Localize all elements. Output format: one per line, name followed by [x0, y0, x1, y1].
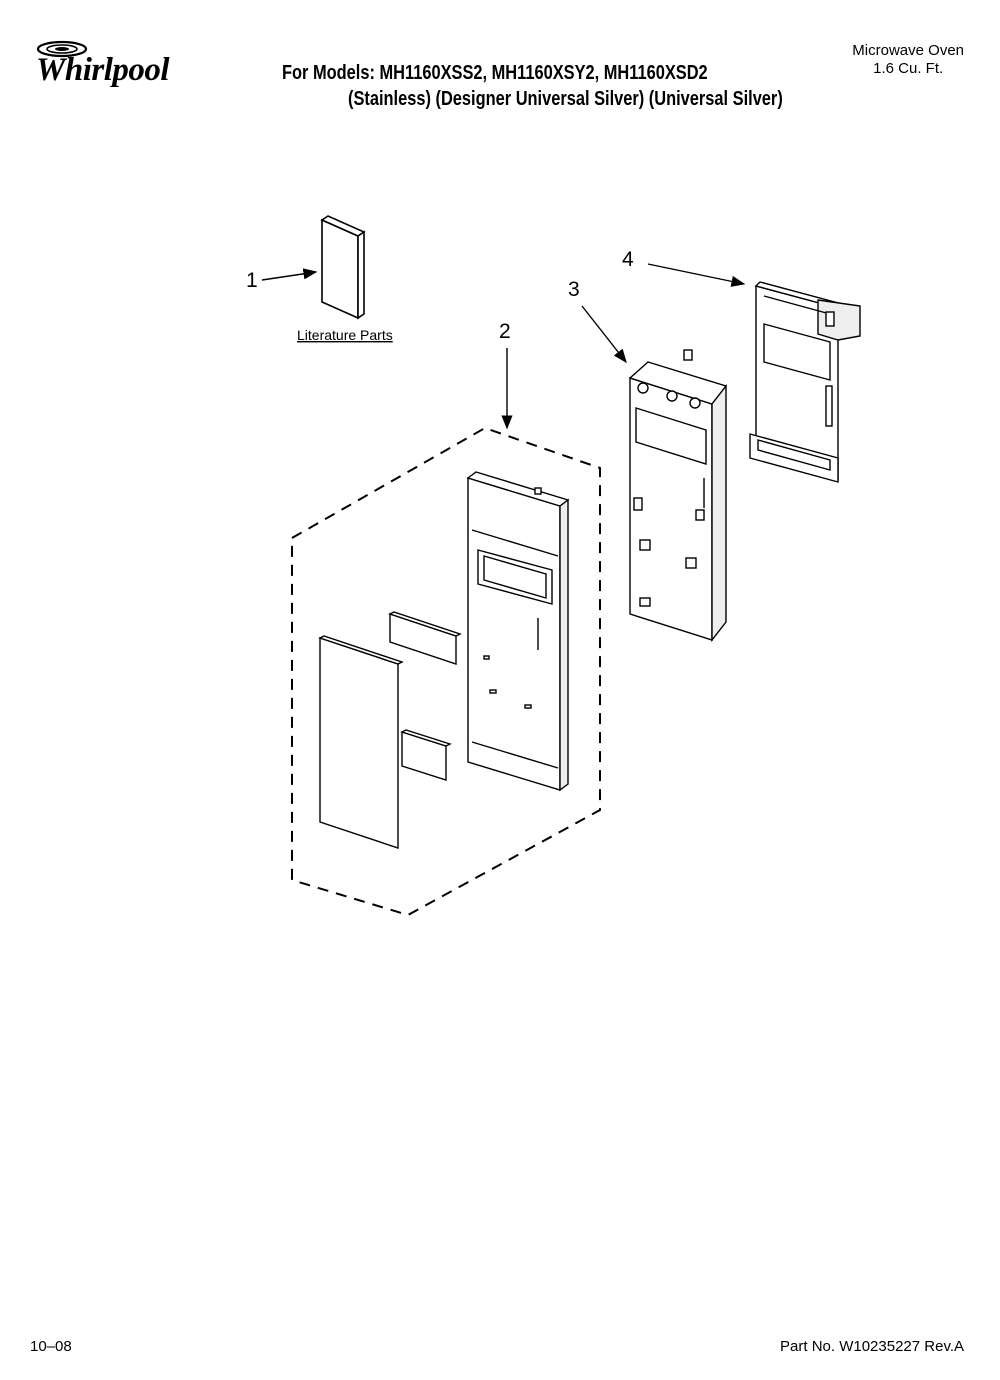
- callout-4-leader: [647, 263, 746, 287]
- literature-parts-label: Literature Parts: [297, 327, 393, 343]
- product-type: Microwave Oven: [852, 42, 964, 59]
- part-2-small-bracket: [400, 729, 452, 781]
- part-4-electronic-control-board: [749, 281, 861, 483]
- callout-3-number: 3: [568, 278, 580, 301]
- models-line: For Models: MH1160XSS2, MH1160XSY2, MH11…: [282, 62, 708, 84]
- callout-1-number: 1: [246, 269, 258, 292]
- date-code: 10–08: [30, 1338, 72, 1355]
- part-2-keypad-overlay: [318, 635, 404, 849]
- part-2-display-window: [388, 611, 462, 665]
- product-info: Microwave Oven 1.6 Cu. Ft.: [852, 42, 964, 78]
- variants-line: (Stainless) (Designer Universal Silver) …: [348, 88, 783, 110]
- callout-2-number: 2: [499, 320, 511, 343]
- callout-3-leader: [581, 305, 627, 364]
- product-capacity: 1.6 Cu. Ft.: [873, 60, 944, 77]
- whirlpool-swirl-icon: [36, 40, 88, 58]
- brand-name: Whirlpool: [36, 52, 170, 88]
- part-2-control-panel-assembly: [466, 471, 570, 792]
- part-1-literature-booklet: [320, 215, 366, 320]
- callout-4-number: 4: [622, 248, 634, 271]
- part-3-control-panel-frame: [628, 349, 728, 643]
- whirlpool-logo: Whirlpool: [28, 38, 198, 98]
- callout-1-leader: [261, 268, 318, 281]
- assembly-2-dashed-outline: [291, 426, 601, 917]
- part-number: Part No. W10235227 Rev.A: [780, 1338, 964, 1355]
